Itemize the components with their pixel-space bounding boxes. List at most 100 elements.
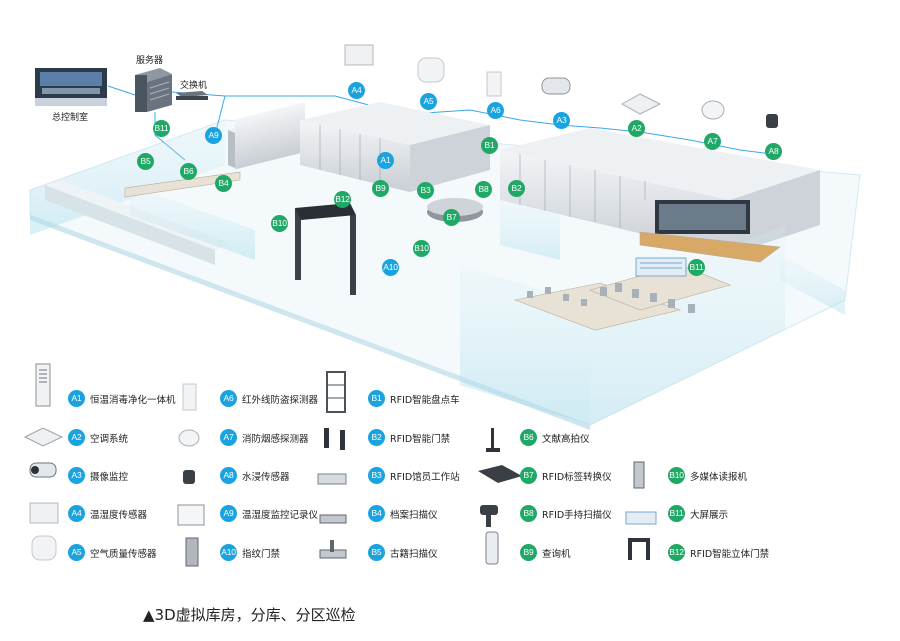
scene-badge-b7: B7 — [443, 209, 460, 226]
legend-label: RFID手持扫描仪 — [542, 510, 612, 521]
legend-item-a3: A3 摄像监控 — [28, 461, 198, 491]
legend-label: 红外线防盗探测器 — [242, 395, 319, 406]
legend-badge: B1 — [368, 390, 385, 407]
camera-icon — [28, 461, 62, 491]
legend-label: 空调系统 — [90, 434, 129, 445]
legend-badge: B2 — [368, 429, 385, 446]
control-room-image — [35, 68, 107, 106]
switch-label: 交换机 — [180, 81, 208, 91]
legend-item-b1: B1 RFID智能盘点车 — [328, 384, 498, 414]
legend-item-b7: B7 RFID标签转换仪 — [480, 461, 650, 491]
book-scanner-icon — [328, 538, 362, 568]
scene-badge-b12: B12 — [334, 191, 351, 208]
legend-badge: A9 — [220, 505, 237, 522]
chairs — [527, 283, 695, 313]
scene-badge-b2: B2 — [508, 180, 525, 197]
legend-badge: A3 — [68, 467, 85, 484]
air-sensor-icon — [28, 538, 62, 568]
legend-badge: A8 — [220, 467, 237, 484]
scene-badge-b3: B3 — [417, 182, 434, 199]
scene-badge-b11: B11 — [688, 259, 705, 276]
desks — [124, 171, 781, 331]
scene-badge-b10: B10 — [271, 215, 288, 232]
legend-item-a8: A8 水浸传感器 — [180, 461, 350, 491]
scene-badge-a3: A3 — [553, 112, 570, 129]
legend-item-b11: B11 大屏展示 — [628, 499, 798, 529]
legend-badge: B12 — [668, 544, 685, 561]
scene-badge-a9: A9 — [205, 127, 222, 144]
legend-label: 摄像监控 — [90, 472, 129, 483]
gate-frame-icon — [628, 538, 662, 568]
shelf-stripes — [319, 125, 646, 228]
scene-badge-b6: B6 — [180, 163, 197, 180]
legend-icons — [23, 363, 657, 567]
rfid-gate-icon — [328, 423, 362, 453]
scene-badge-b11: B11 — [153, 120, 170, 137]
info-screen — [635, 257, 687, 277]
ceiling-devices — [344, 44, 778, 128]
legend-label: 空气质量传感器 — [90, 549, 157, 560]
legend-badge: A10 — [220, 544, 237, 561]
document-camera-icon — [480, 423, 514, 453]
legend-badge: A6 — [220, 390, 237, 407]
purifier-icon — [28, 384, 62, 414]
tag-converter-icon — [480, 461, 514, 491]
scene-badge-b10: B10 — [413, 240, 430, 257]
server-image — [135, 68, 172, 112]
legend-label: RFID馆员工作站 — [390, 472, 460, 483]
legend-item-b2: B2 RFID智能门禁 — [328, 423, 498, 453]
legend-label: 多媒体读报机 — [690, 472, 748, 483]
scene-badge-a5: A5 — [420, 93, 437, 110]
legend-label: RFID标签转换仪 — [542, 472, 612, 483]
legend-badge: B7 — [520, 467, 537, 484]
legend-item-a1: A1 恒温消毒净化一体机 — [28, 384, 198, 414]
scene-badge-a1: A1 — [377, 152, 394, 169]
scene-badge-a10: A10 — [382, 259, 399, 276]
legend-badge: B6 — [520, 429, 537, 446]
legend-label: RFID智能门禁 — [390, 434, 451, 445]
legend-label: 恒温消毒净化一体机 — [90, 395, 176, 406]
scene-badge-b5: B5 — [137, 153, 154, 170]
ceiling-ac-icon — [28, 423, 62, 453]
legend-badge: A4 — [68, 505, 85, 522]
shelving-middle — [300, 102, 490, 192]
legend-item-a4: A4 温湿度传感器 — [28, 499, 198, 529]
legend-label: 水浸传感器 — [242, 472, 290, 483]
legend-badge: A2 — [68, 429, 85, 446]
shelving-left — [228, 101, 305, 170]
scene-badge-a2: A2 — [628, 120, 645, 137]
legend-label: 查询机 — [542, 549, 571, 560]
water-sensor-icon — [180, 461, 214, 491]
legend-label: 指纹门禁 — [242, 549, 281, 560]
legend-badge: B11 — [668, 505, 685, 522]
scene-badge-b4: B4 — [215, 175, 232, 192]
legend-label: RFID智能盘点车 — [390, 395, 460, 406]
legend-label: 大屏展示 — [690, 510, 729, 521]
scene-badge-a6: A6 — [487, 102, 504, 119]
infrared-detector-icon — [180, 384, 214, 414]
handheld-scanner-icon — [480, 499, 514, 529]
legend-label: 温湿度监控记录仪 — [242, 510, 319, 521]
legend-badge: B8 — [520, 505, 537, 522]
legend-label: 温湿度传感器 — [90, 510, 148, 521]
legend-label: 消防烟感探测器 — [242, 434, 309, 445]
legend-badge: B5 — [368, 544, 385, 561]
legend-badge: A1 — [68, 390, 85, 407]
scene-badge-b1: B1 — [481, 137, 498, 154]
newspaper-reader-icon — [628, 461, 662, 491]
legend-badge: B10 — [668, 467, 685, 484]
smoke-detector-icon — [180, 423, 214, 453]
legend-item-a2: A2 空调系统 — [28, 423, 198, 453]
legend-item-a10: A10 指纹门禁 — [180, 538, 350, 568]
legend-badge: B4 — [368, 505, 385, 522]
scene-badge-a8: A8 — [765, 143, 782, 160]
switch-image — [176, 91, 208, 100]
scene-badge-b9: B9 — [372, 180, 389, 197]
fingerprint-icon — [180, 538, 214, 568]
